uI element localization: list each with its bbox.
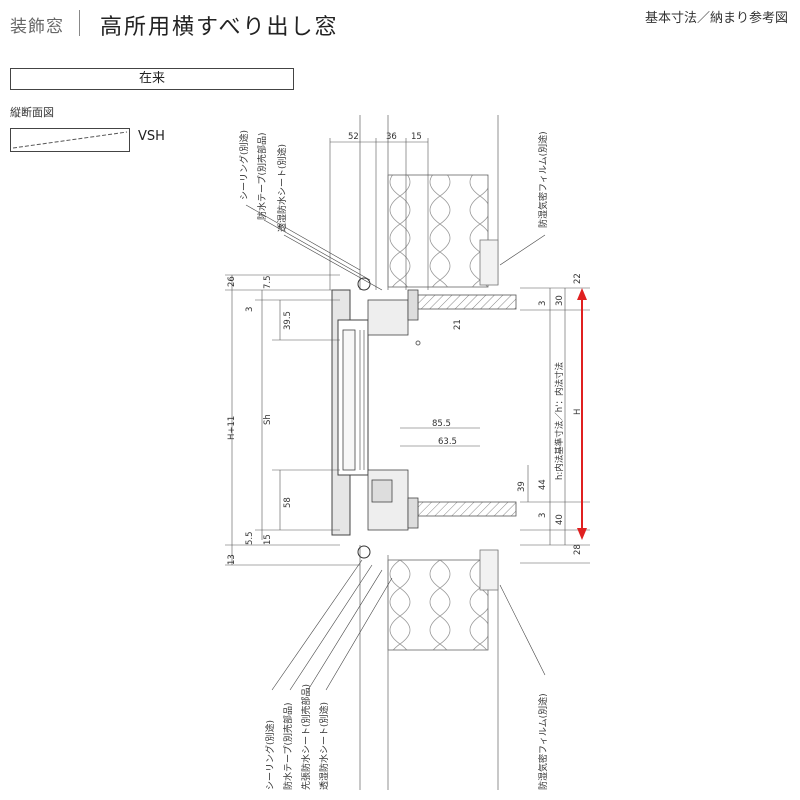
window-frame [331,277,421,559]
dim-15-bottom: 15 [263,534,273,545]
dim-85-5: 85.5 [432,419,451,429]
dim-22: 22 [573,273,583,284]
dim-13: 13 [227,554,237,565]
dim-3-left: 3 [245,307,255,312]
dim-7-5: 7.5 [263,275,273,289]
label-waterproof-tape-bottom: 防水テープ(別売部品) [282,703,294,790]
label-vapor-film-bottom: 防湿気密フィルム(別途) [537,693,549,790]
installation-type-box: 在来 [10,68,294,90]
label-breathable-sheet-top: 透湿防水シート(別途) [276,144,288,232]
dim-36: 36 [386,132,397,142]
dim-21: 21 [453,319,463,330]
dim-26: 26 [227,276,237,287]
dim-39: 39 [517,481,527,492]
dim-40: 40 [555,514,565,525]
glazing-swatch [10,128,130,152]
view-label: 縦断面図 [10,106,54,119]
lower-wall [359,545,499,790]
head-board [417,294,517,310]
upper-wall [359,115,499,290]
dim-30: 30 [555,295,565,306]
glazing-type-label: VSH [138,129,165,144]
glazing-swatch-line [12,131,128,149]
dim-28: 28 [573,544,583,555]
top-dimension-lines [329,138,429,290]
category-label: 装飾窓 [10,17,64,37]
leader-lines [245,204,546,691]
header-divider [79,10,80,36]
dim-52: 52 [348,132,359,142]
label-sealing-bottom: シーリング(別途) [264,720,276,790]
height-arrow [577,288,587,540]
sill-board [417,501,517,517]
dim-h-plus-11: H+11 [227,416,237,440]
label-sealing-top: シーリング(別途) [238,130,250,200]
dim-63-5: 63.5 [438,437,457,447]
reference-label: 基本寸法／納まり参考図 [644,11,788,26]
label-pre-sheet-bottom: 先張防水シート(別売部品) [300,684,312,790]
dim-3-right-bottom: 3 [538,513,548,518]
label-vapor-film-top: 防湿気密フィルム(別途) [537,131,549,228]
page-title: 高所用横すべり出し窓 [100,15,339,40]
dim-5-5: 5.5 [245,531,255,545]
label-breathable-sheet-bottom: 透湿防水シート(別途) [318,702,330,790]
dim-inner-h: h:内法基準寸法／h'：内法寸法 [554,362,565,480]
dim-sh: Sh [263,414,273,425]
dim-h: H [573,409,583,415]
dim-58: 58 [283,497,293,508]
label-waterproof-tape-top: 防水テープ(別売部品) [256,133,268,220]
left-dimension-lines [225,274,360,566]
dim-15-top: 15 [411,132,422,142]
dim-3-right-top: 3 [538,301,548,306]
dim-39-5: 39.5 [283,311,293,330]
dim-44: 44 [538,479,548,490]
